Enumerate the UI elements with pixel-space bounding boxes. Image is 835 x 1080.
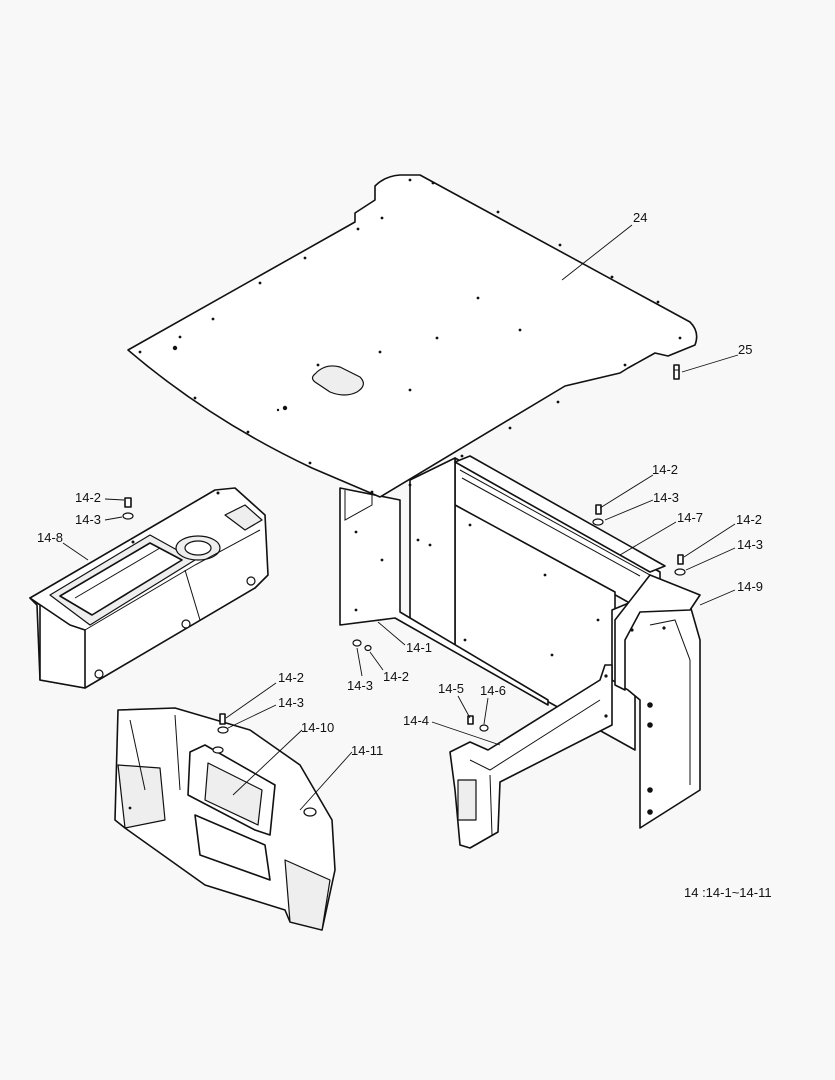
bolt-25 [673,364,680,380]
left-console-14-8 [29,487,269,689]
label-14-3-a: 14-3 [653,490,679,505]
bolts-14-7-area [592,504,686,576]
rear-console-14-11 [114,707,336,931]
label-14-6: 14-6 [480,683,506,698]
bolt-washer-14-10 [217,713,229,734]
callout-labels: 24 25 14-2 14-3 14-7 14-2 14-3 14-9 14-2… [37,210,772,900]
roof-panel-24 [127,174,698,498]
label-14-9: 14-9 [737,579,763,594]
label-14-3-e: 14-3 [278,695,304,710]
top-rail-14-7 [454,455,701,691]
label-14-11: 14-11 [351,743,383,758]
label-14-8: 14-8 [37,530,63,545]
roof-rivets [138,178,682,494]
label-14-2-c: 14-2 [75,490,101,505]
label-14-3-d: 14-3 [347,678,373,693]
label-25: 25 [738,342,752,357]
label-14-2-a: 14-2 [652,462,678,477]
bolt-washer-14-8 [122,497,134,520]
bolt-14-5-washer-14-6 [467,715,489,732]
label-24: 24 [633,210,647,225]
label-14-2-b: 14-2 [736,512,762,527]
label-14-2-d: 14-2 [383,669,409,684]
diagram-caption: 14 :14-1~14-11 [684,885,772,900]
label-14-2-e: 14-2 [278,670,304,685]
label-14-3-c: 14-3 [75,512,101,527]
bolts-14-1-area [352,639,372,652]
label-14-4: 14-4 [403,713,429,728]
label-14-5: 14-5 [438,681,464,696]
label-14-10: 14-10 [301,720,334,735]
bracket-14-4 [449,664,613,849]
label-14-1: 14-1 [406,640,432,655]
label-14-7: 14-7 [677,510,703,525]
leader-lines [62,224,739,811]
label-14-3-b: 14-3 [737,537,763,552]
